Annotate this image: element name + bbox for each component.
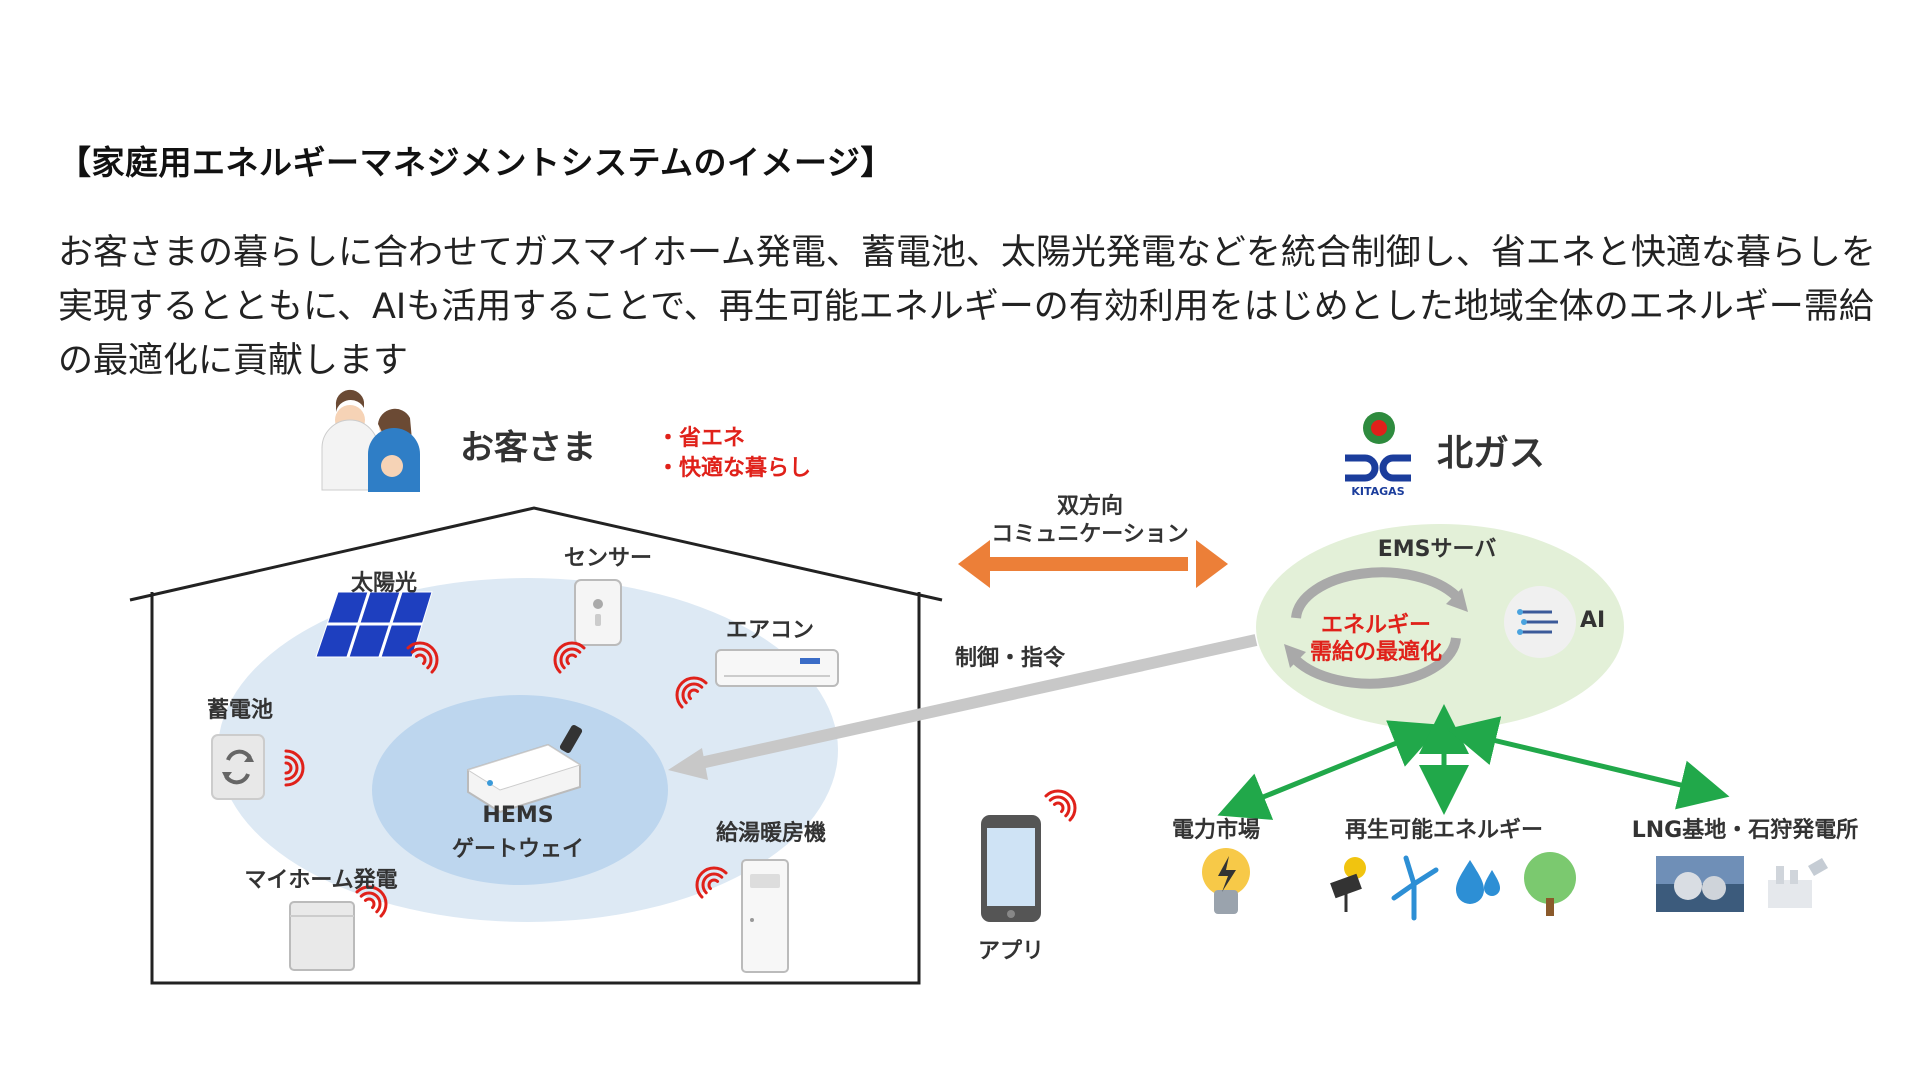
customer-title: お客さま [460,428,596,468]
water-heater-icon [741,859,789,973]
ems-optimize-line1: エネルギー [1320,613,1432,638]
lightbulb-icon [1202,848,1250,914]
wifi-signal-icons [284,641,1077,918]
biomass-tree-icon [1524,852,1576,916]
wind-turbine-icon [1391,855,1439,921]
power-plant-icon [1768,858,1828,908]
green-distribution-arrows [1217,704,1730,820]
battery-label: 蓄電池 [206,698,274,723]
sensor-label: センサー [563,546,653,571]
kitagas-logo [1345,412,1411,482]
family-icon [321,389,420,492]
control-label: 制御・指令 [955,646,1066,671]
gateway-label-line2: ゲートウェイ [451,837,585,862]
app-label: アプリ [977,939,1045,964]
page-description: お客さまの暮らしに合わせてガスマイホーム発電、蓄電池、太陽光発電などを統合制御し… [58,233,1876,381]
page-heading: 【家庭用エネルギーマネジメントシステムのイメージ】 [58,143,894,182]
myhome-power-icon [289,901,355,971]
ems-ai-label: AI [1580,608,1606,633]
communication-label-line2: コミュニケーション [991,522,1189,547]
sensor-icon [574,579,622,646]
solar-panel-icon [315,591,433,658]
smartphone-icon [981,815,1041,922]
ems-title: EMSサーバ [1377,537,1497,562]
ai-icon [1504,586,1576,658]
solar-energy-icon [1330,857,1366,912]
aircon-icon [715,649,839,687]
myhome-power-label: マイホーム発電 [244,868,398,893]
water-heater-label: 給湯暖房機 [715,821,827,846]
power-market-label: 電力市場 [1171,818,1261,843]
hems-gateway-icon [466,724,583,814]
house-outline [129,506,943,985]
gateway-label-line1: HEMS [482,803,554,828]
bidirectional-arrow [958,540,1228,588]
lng-terminal-photo [1656,856,1744,912]
communication-label-line1: 双方向 [1056,494,1124,519]
optimize-cycle-icon [1291,567,1461,689]
ems-optimize-line2: 需給の最適化 [1309,640,1443,665]
lng-label: LNG基地・石狩発電所 [1631,818,1859,843]
control-arrow [668,634,1258,780]
benefit-energy-saving: ・省エネ [657,426,746,451]
benefit-comfort: ・快適な暮らし [657,456,812,481]
water-drop-icon [1456,860,1500,904]
kitagas-name: 北ガス [1437,433,1546,474]
kitagas-logo-text: KITAGAS [1351,485,1405,498]
solar-label: 太陽光 [350,571,418,596]
battery-icon [211,734,265,800]
aircon-label: エアコン [725,618,815,643]
renewable-label: 再生可能エネルギー [1344,818,1544,843]
